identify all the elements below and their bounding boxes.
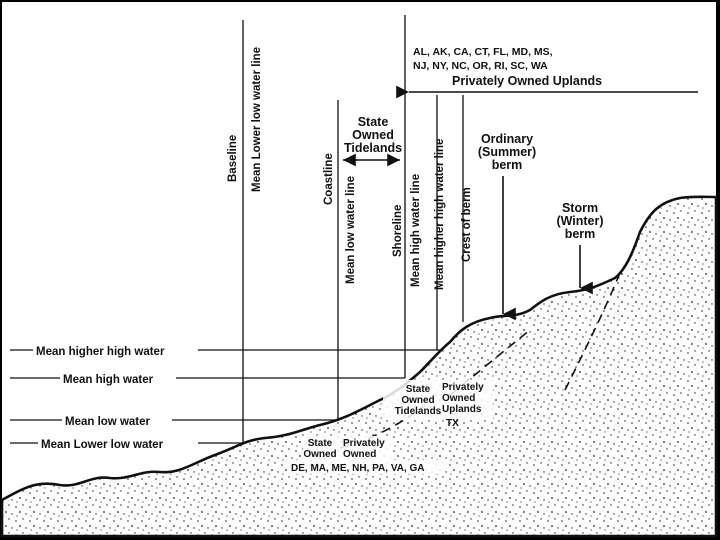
inner-privately-owned-line1: Privately xyxy=(442,382,484,393)
mean-higher-high-water-label: Mean higher high water xyxy=(36,346,165,358)
inner-state-owned-line1: State xyxy=(406,384,431,395)
low-privately-owned-line1: Privately xyxy=(343,438,385,449)
crest-of-berm-label: Crest of berm xyxy=(461,187,473,262)
state-owned-header-line3: Tidelands xyxy=(344,141,402,155)
storm-berm-line1: Storm xyxy=(562,201,598,215)
inner-state-owned-line3: Tidelands xyxy=(395,406,442,417)
top-states-line1: AL, AK, CA, CT, FL, MD, MS, xyxy=(413,46,553,58)
inner-state-owned-line2: Owned xyxy=(401,395,434,406)
beach-profile xyxy=(0,195,718,538)
privately-owned-uplands-header: Privately Owned Uplands xyxy=(452,74,602,88)
mean-high-water-line-label: Mean high water line xyxy=(410,174,422,287)
inner-privately-owned-line3: Uplands xyxy=(442,404,482,415)
mean-high-water-label: Mean high water xyxy=(63,374,154,386)
mean-lower-low-water-label: Mean Lower low water xyxy=(41,439,164,451)
ordinary-berm-line2: (Summer) xyxy=(478,145,536,159)
mean-lower-low-water-line-label: Mean Lower low water line xyxy=(251,47,263,192)
ordinary-berm-line3: berm xyxy=(492,158,523,172)
state-owned-header-line2: Owned xyxy=(352,128,394,142)
shoreline-label: Shoreline xyxy=(392,205,404,257)
ordinary-berm-line1: Ordinary xyxy=(481,132,533,146)
storm-berm-line2: (Winter) xyxy=(556,214,603,228)
top-states-line2: NJ, NY, NC, OR, RI, SC, WA xyxy=(413,60,548,72)
low-state-owned-line1: State xyxy=(308,438,333,449)
inner-privately-owned-line2: Owned xyxy=(442,393,475,404)
coastline-label: Coastline xyxy=(323,153,335,205)
subsurface-dashed-line-upper xyxy=(564,267,623,391)
low-privately-owned-line2: Owned xyxy=(343,449,376,460)
baseline-label: Baseline xyxy=(227,135,239,182)
low-state-owned-line2: Owned xyxy=(303,449,336,460)
subsurface-dashed-line-mid xyxy=(449,329,531,396)
tx-label: TX xyxy=(446,418,459,429)
state-owned-header-line1: State xyxy=(358,115,389,129)
bottom-states-label: DE, MA, ME, NH, PA, VA, GA xyxy=(291,463,425,474)
storm-berm-line3: berm xyxy=(565,227,596,241)
mean-higher-high-water-line-label: Mean higher high water line xyxy=(434,139,446,290)
subsurface-dashed-line-lower xyxy=(339,404,426,449)
mean-low-water-label: Mean low water xyxy=(65,416,151,428)
mean-low-water-line-label: Mean low water line xyxy=(345,176,357,284)
